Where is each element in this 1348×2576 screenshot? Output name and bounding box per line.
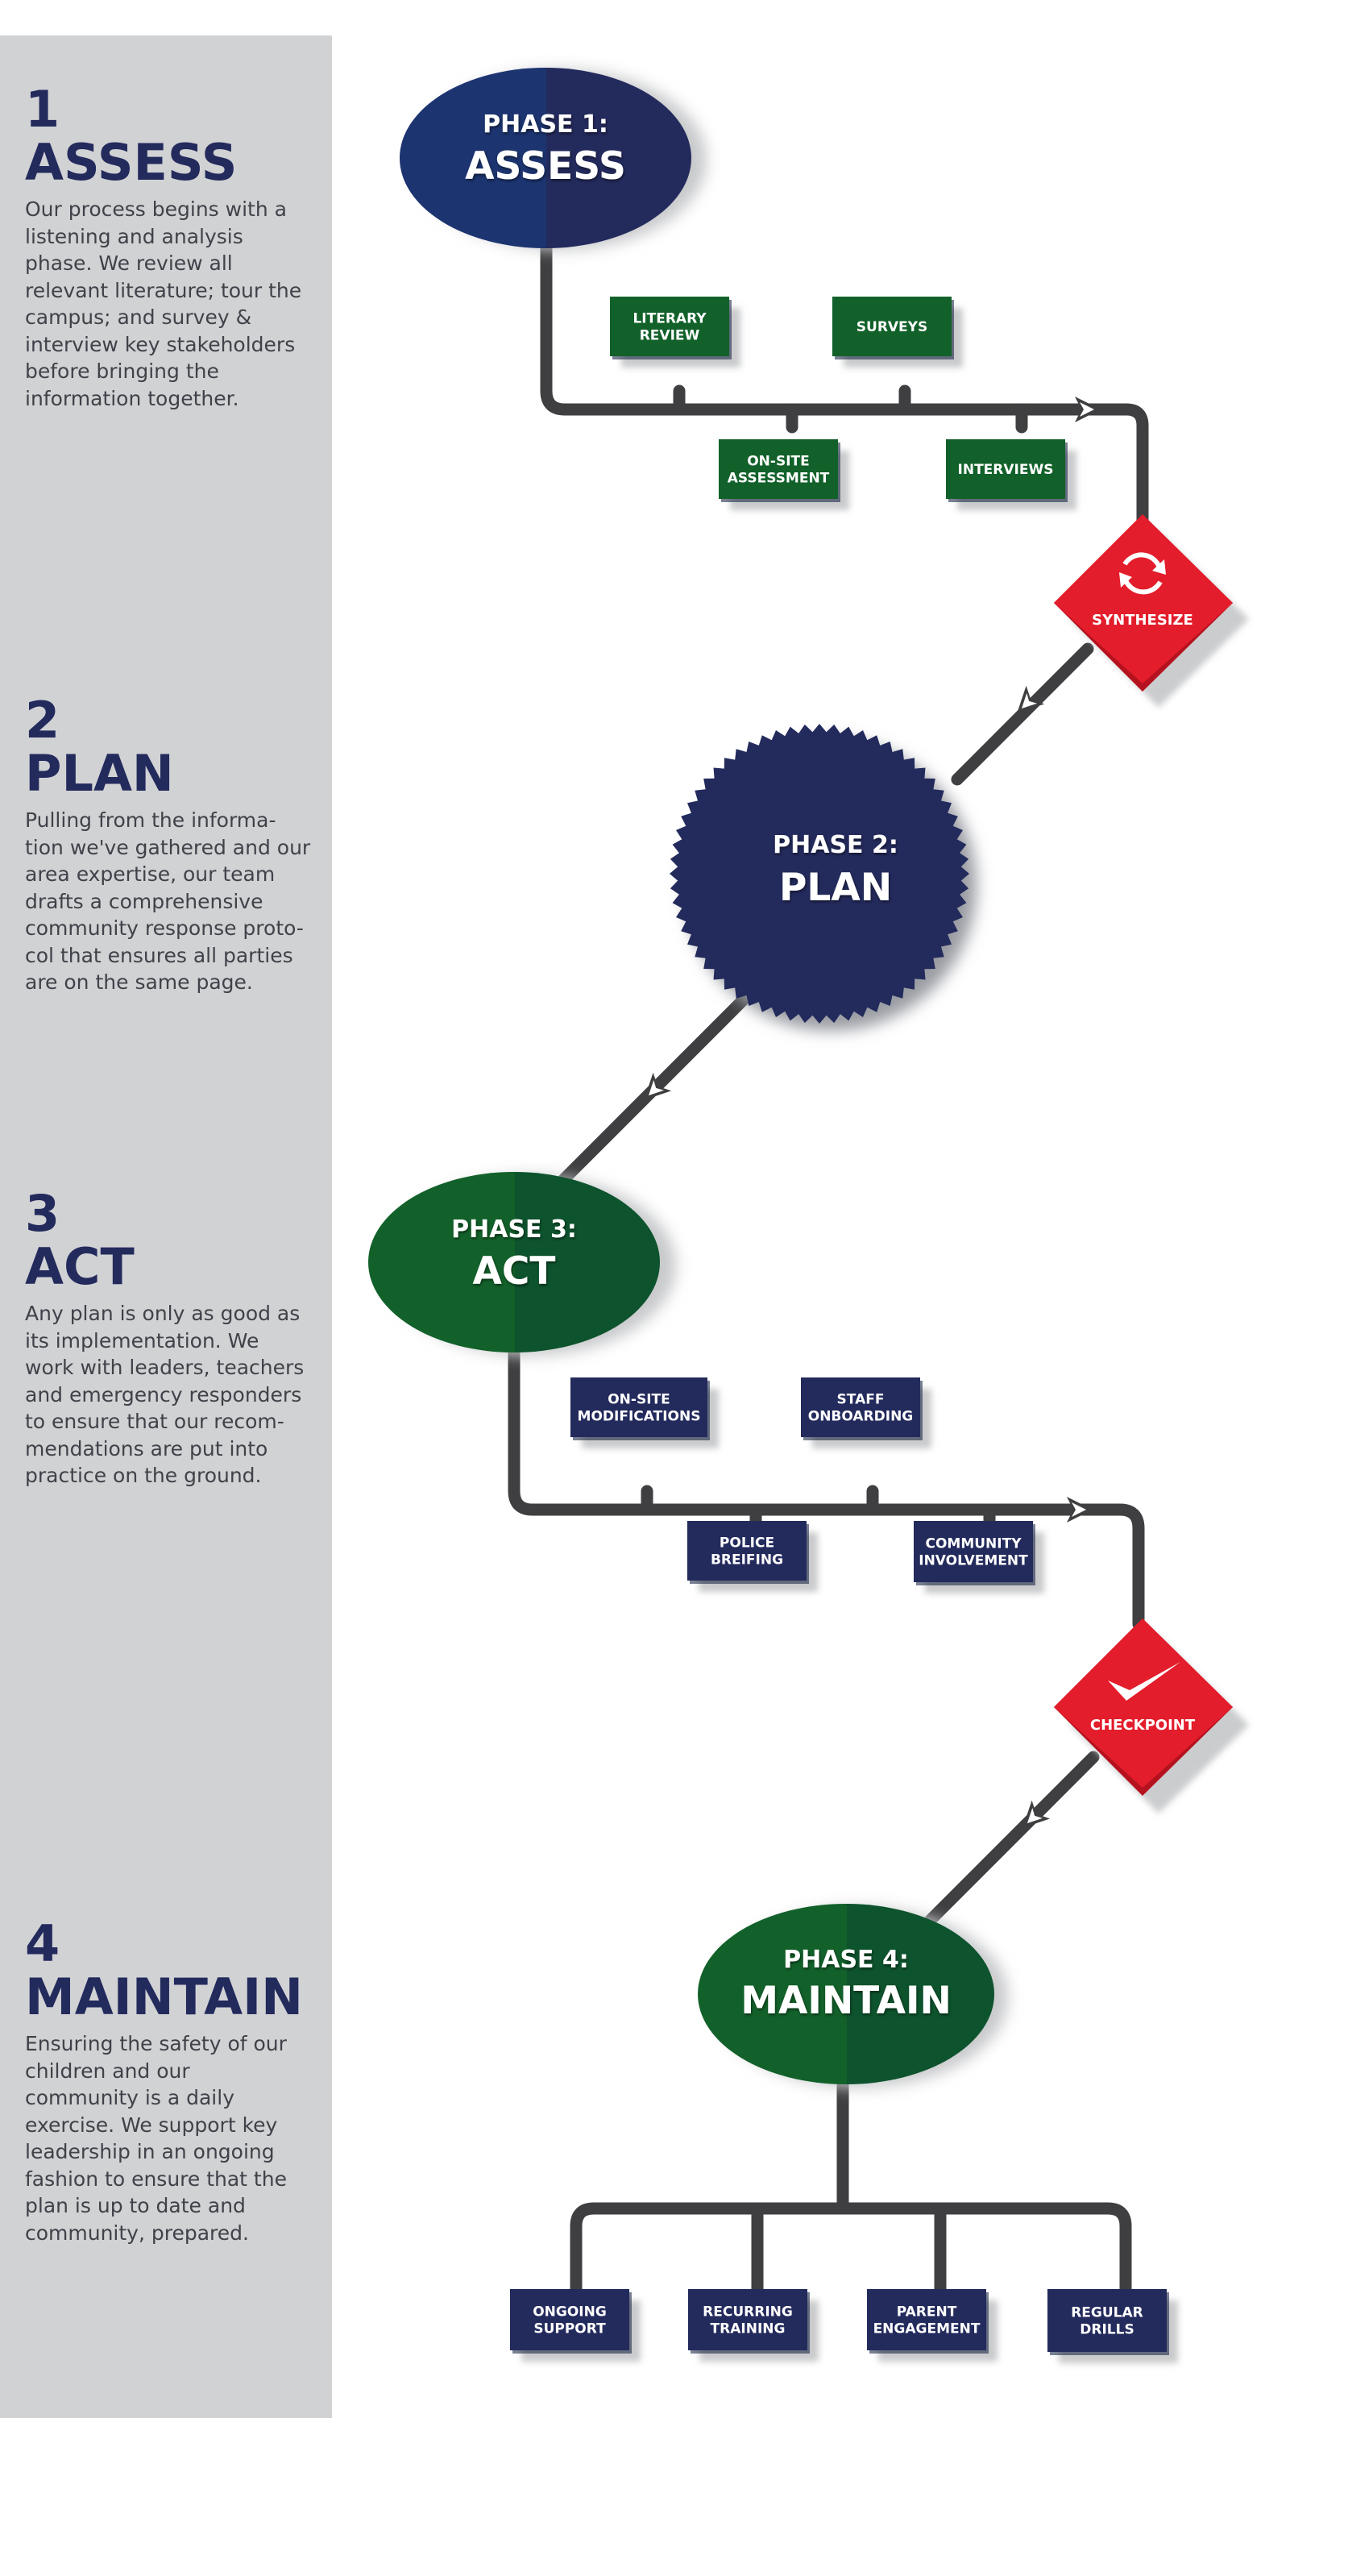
phase-3-node: PHASE 3: ACT (368, 1172, 676, 1356)
task-label: PARENT (897, 2304, 957, 2320)
task-label: ASSESSMENT (728, 471, 830, 487)
phase-label: PHASE 4: (783, 1946, 909, 1974)
step-number: 4 (25, 1914, 60, 1973)
step-description: Pulling from the informa- tion we've gat… (25, 808, 311, 994)
task-label: BREIFING (711, 1552, 783, 1568)
step-number: 2 (25, 691, 60, 750)
step-number: 3 (25, 1184, 60, 1243)
task-label: COMMUNITY (925, 1536, 1022, 1552)
checkpoint-label: SYNTHESIZE (1092, 612, 1193, 629)
step-description: Our process begins with a listening and … (25, 197, 302, 410)
task-box: INTERVIEWS (946, 439, 1076, 510)
connector-line (673, 384, 911, 416)
phase-title: ASSESS (465, 144, 626, 189)
task-label: REGULAR (1071, 2305, 1143, 2321)
phase-label: PHASE 1: (483, 110, 608, 139)
step-title: ACT (25, 1237, 135, 1296)
phase-title: MAINTAIN (740, 1979, 952, 2023)
phase-1-node: PHASE 1: ASSESS (400, 68, 707, 250)
checkmark-icon (1108, 1662, 1180, 1701)
task-label: STAFF (837, 1392, 885, 1408)
step-plan: 2 PLAN Pulling from the informa- tion we… (25, 692, 315, 996)
task-label: SUPPORT (533, 2321, 606, 2337)
task-label: DRILLS (1080, 2322, 1134, 2338)
task-label: LITERARY (633, 311, 707, 327)
arrowheads (644, 397, 1101, 1828)
task-label: POLICE (720, 1535, 774, 1552)
phase-label: PHASE 2: (773, 831, 898, 859)
task-boxes: LITERARYREVIEWSURVEYSON-SITEASSESSMENTIN… (510, 297, 1178, 2363)
connector-line (570, 2202, 1132, 2340)
task-label: INVOLVEMENT (919, 1553, 1028, 1569)
connector-line (951, 642, 1094, 786)
sidebar-panel: 1 ASSESS Our process begins with a liste… (0, 35, 332, 2418)
task-label: ENGAGEMENT (873, 2321, 981, 2337)
task-label: ON-SITE (747, 454, 810, 470)
step-maintain: 4 MAINTAIN Ensuring the safety of our ch… (25, 1916, 315, 2246)
task-label: INTERVIEWS (958, 462, 1054, 478)
step-title: PLAN (25, 744, 174, 803)
task-label: SURVEYS (856, 319, 927, 335)
checkpoint-node: CHECKPOINT (1054, 1618, 1249, 1814)
step-title: ASSESS (25, 133, 238, 192)
task-label: MODIFICATIONS (578, 1409, 701, 1425)
step-title: MAINTAIN (25, 1967, 304, 2026)
step-assess: 1 ASSESS Our process begins with a liste… (25, 81, 315, 412)
connector-line (641, 1485, 879, 1516)
synthesize-node: SYNTHESIZE (1054, 514, 1249, 708)
step-number: 1 (25, 80, 60, 139)
step-act: 3 ACT Any plan is only as good as its im… (25, 1186, 315, 1490)
connector-line (924, 1751, 1100, 1926)
task-label: TRAINING (711, 2321, 786, 2337)
checkpoint-label: CHECKPOINT (1090, 1717, 1196, 1734)
phase-title: ACT (473, 1249, 556, 1294)
refresh-icon (1119, 552, 1166, 595)
connector-line (508, 1336, 1145, 1631)
phase-2-node: PHASE 2: PLAN (670, 724, 981, 1035)
arrowhead (1067, 1497, 1093, 1523)
task-label: ONBOARDING (808, 1409, 914, 1425)
arrowhead (1075, 397, 1101, 422)
task-label: REVIEW (640, 328, 700, 344)
task-label: ONGOING (533, 2304, 607, 2320)
step-description: Any plan is only as good as its implemen… (25, 1302, 305, 1487)
phase-title: PLAN (779, 866, 892, 910)
phase-4-node: PHASE 4: MAINTAIN (698, 1904, 1008, 2088)
task-box: SURVEYS (832, 297, 963, 368)
phase-label: PHASE 3: (451, 1215, 577, 1244)
connector-lines (508, 235, 1149, 2340)
step-description: Ensuring the safety of our children and … (25, 2032, 287, 2245)
connector-line (540, 235, 1149, 529)
task-label: RECURRING (703, 2304, 793, 2320)
connector-line (786, 403, 1028, 434)
task-label: ON-SITE (608, 1392, 670, 1408)
